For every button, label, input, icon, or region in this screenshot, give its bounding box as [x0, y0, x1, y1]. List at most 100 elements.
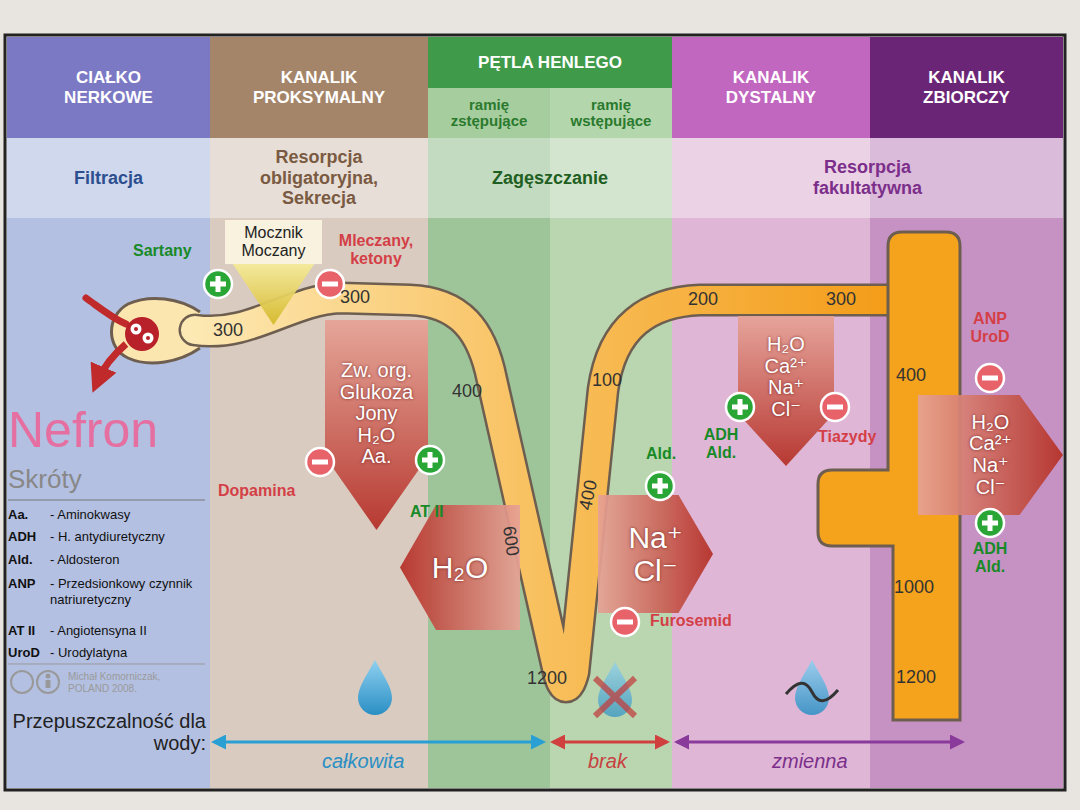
permeability-label: brak [588, 750, 627, 773]
substance-name: H₂O [358, 425, 396, 447]
substance-name: Jony [355, 403, 397, 425]
function-band: Filtracja [7, 138, 210, 218]
osmolality-number: 200 [688, 290, 718, 308]
drug-label: Furosemid [650, 612, 732, 630]
substance-name: Aa. [361, 446, 391, 468]
column-header: KANALIK ZBIORCZY [870, 37, 1063, 138]
substance-name: Glukoza [340, 382, 413, 404]
substance-name: Cl⁻ [771, 399, 800, 421]
text-holder: Filtracja [7, 138, 210, 218]
band-title: ramię zstępujące [439, 97, 539, 130]
osmolality-number: 300 [213, 321, 243, 339]
permeability-label: zmienna [772, 750, 848, 773]
osmolality-number: 1200 [527, 669, 567, 687]
abbreviation-meaning: - H. antydiuretyczny [50, 529, 205, 545]
effect-label: Dopamina [218, 482, 295, 500]
arrow-body [598, 495, 713, 613]
text-holder: CIAŁKO NERKOWE [7, 37, 210, 138]
substance-name: Moczany [241, 242, 305, 260]
substance-name: H₂O [432, 551, 489, 584]
substance-name: H₂O [767, 334, 805, 356]
substance-name: Ca²⁺ [969, 433, 1012, 455]
text-holder: H₂O [400, 505, 520, 630]
abbreviation: Ald. [8, 552, 33, 568]
substance-name: H₂O [972, 412, 1010, 434]
text-holder: Resorpcja obligatoryjna, Sekrecja [210, 138, 428, 218]
osmolality-number: 1200 [896, 668, 936, 686]
substance-name: Na⁺ [972, 455, 1008, 477]
resorption-arrow: Zw. org.GlukozaJonyH₂OAa. [325, 320, 428, 530]
abbreviation-meaning: - Angiotensyna II [50, 623, 205, 639]
legend-subtitle: Skróty [8, 466, 82, 492]
band-title: Resorpcja fakultatywna [778, 157, 958, 198]
text-holder: MocznikMoczany [225, 220, 322, 325]
label-patch [225, 220, 322, 264]
osmolality-number: 400 [576, 478, 600, 511]
band-title: PĘTLA HENLEGO [478, 53, 622, 73]
band-title: CIAŁKO NERKOWE [34, 68, 184, 107]
effect-label: Ald. [646, 445, 676, 463]
resorption-arrow: Na⁺Cl⁻ [598, 495, 713, 613]
column-header: PĘTLA HENLEGO [428, 37, 672, 88]
text-holder: ramię zstępujące [428, 88, 550, 138]
function-band: Resorpcja obligatoryjna, Sekrecja [210, 138, 428, 218]
permeability-label: całkowita [322, 750, 404, 773]
text-holder: Zagęszczanie [428, 138, 672, 218]
drug-label: Tiazydy [818, 428, 876, 446]
text-holder: KANALIK DYSTALNY [672, 37, 870, 138]
copyright-note: Michał Komorniczak, POLAND 2008. [68, 671, 203, 694]
text-holder: KANALIK PROKSYMALNY [210, 37, 428, 138]
text-holder: ramię wstępujące [550, 88, 672, 138]
osmolality-number: 600 [500, 525, 522, 557]
effect-label: AT II [410, 503, 443, 521]
axis-title: Przepuszczalność dla wody: [6, 710, 206, 754]
abbreviation: AT II [8, 623, 35, 639]
effect-label: ADH Ald. [700, 426, 742, 461]
arrow-body [233, 264, 314, 325]
subcolumn-header: ramię wstępujące [550, 88, 672, 138]
function-band: Resorpcja fakultatywna [672, 138, 1063, 218]
band-title: KANALIK PROKSYMALNY [244, 68, 394, 107]
text-holder: Resorpcja fakultatywna [672, 138, 1063, 218]
abbreviation-meaning: - Aldosteron [50, 552, 205, 568]
effect-label: ADH Ald. [965, 540, 1015, 575]
arrow-body [325, 320, 428, 530]
substance-name: Ca²⁺ [765, 356, 808, 378]
column-header: KANALIK DYSTALNY [672, 37, 870, 138]
column-header: KANALIK PROKSYMALNY [210, 37, 428, 138]
band-title: Filtracja [74, 168, 143, 189]
osmolality-number: 100 [592, 371, 622, 389]
text-holder: Zw. org.GlukozaJonyH₂OAa. [325, 320, 428, 530]
resorption-arrow: H₂O [400, 505, 520, 630]
column-header: CIAŁKO NERKOWE [7, 37, 210, 138]
text-holder: H₂OCa²⁺Na⁺Cl⁻ [918, 395, 1063, 515]
effect-label: Mleczany, ketony [326, 232, 426, 267]
substance-name: Cl⁻ [976, 477, 1005, 499]
function-band: Zagęszczanie [428, 138, 672, 218]
substance-name: Zw. org. [341, 360, 412, 382]
abbreviation: Aa. [8, 507, 28, 523]
substance-name: Na⁺ [628, 521, 682, 554]
substance-name: Mocznik [244, 224, 303, 242]
osmolality-number: 400 [452, 382, 482, 400]
subcolumn-header: ramię zstępujące [428, 88, 550, 138]
abbreviation: UroD [8, 645, 40, 661]
band-title: KANALIK ZBIORCZY [897, 68, 1037, 107]
effect-label: ANP UroD [965, 310, 1015, 345]
osmolality-number: 1000 [894, 578, 934, 596]
abbreviation: ANP [8, 576, 35, 592]
abbreviation-meaning: - Urodylatyna [50, 645, 205, 661]
substance-name: Cl⁻ [633, 554, 677, 587]
text-holder: Na⁺Cl⁻ [598, 495, 713, 613]
resorption-arrow: H₂OCa²⁺Na⁺Cl⁻ [918, 395, 1063, 515]
band-title: KANALIK DYSTALNY [701, 68, 841, 107]
text-holder: PĘTLA HENLEGO [428, 37, 672, 88]
band-title: Resorpcja obligatoryjna, Sekrecja [249, 147, 389, 209]
osmolality-number: 300 [340, 288, 370, 306]
osmolality-number: 400 [896, 366, 926, 384]
band-title: Zagęszczanie [492, 168, 608, 189]
drug-label: Sartany [133, 242, 192, 260]
osmolality-number: 300 [826, 290, 856, 308]
abbreviation-meaning: - Przedsionkowy czynnik natriuretyczny [50, 576, 205, 607]
substance-name: Na⁺ [768, 377, 804, 399]
